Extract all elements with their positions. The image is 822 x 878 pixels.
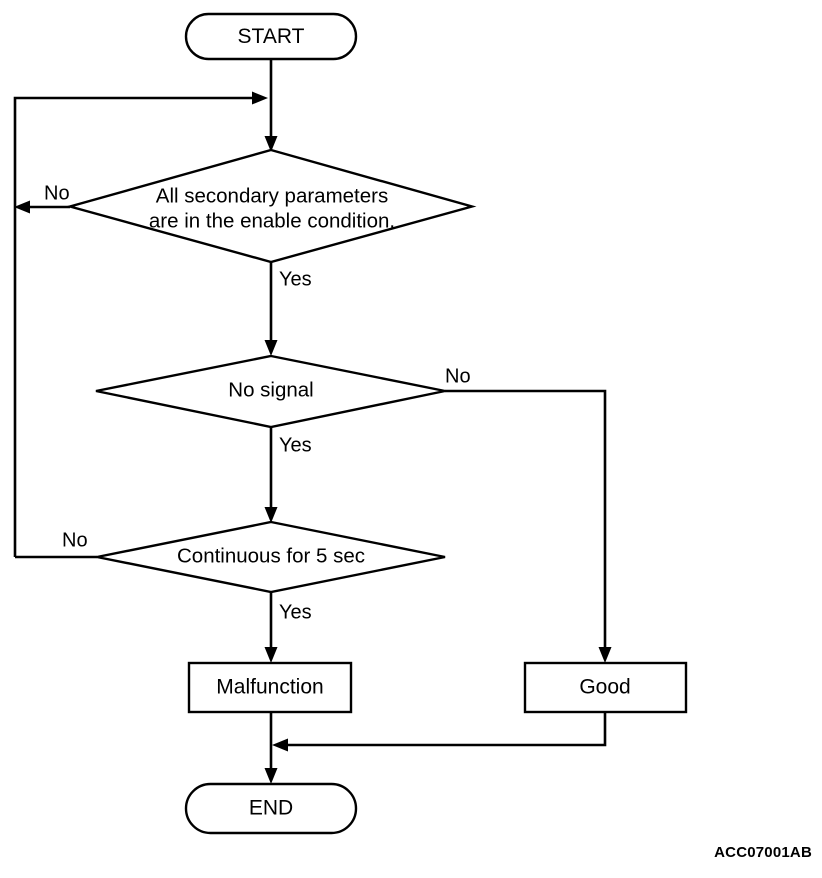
node-good[interactable]: Good — [523, 661, 688, 714]
edge-malfunction-to-end — [264, 712, 278, 784]
edge-good-to-merge — [272, 712, 607, 752]
node-decision-continuous-5-sec[interactable]: Continuous for 5 sec — [96, 520, 446, 594]
node-decision3-label: Continuous for 5 sec — [177, 544, 365, 567]
node-decision2-label: No signal — [228, 378, 313, 401]
node-start[interactable]: START — [184, 12, 358, 61]
node-end[interactable]: END — [184, 782, 358, 835]
figure-code: ACC07001AB — [714, 844, 812, 861]
edge-decision2-no-to-good — [445, 389, 612, 663]
node-malfunction[interactable]: Malfunction — [187, 661, 353, 714]
edge-decision3-to-malfunction — [264, 592, 278, 663]
node-malfunction-label: Malfunction — [216, 676, 323, 699]
edge-loop-back — [13, 91, 268, 557]
node-decision1-label-line2: are in the enable condition. — [149, 209, 395, 232]
edge-decision2-to-decision3 — [264, 427, 278, 523]
edge-decision1-to-decision2 — [264, 262, 278, 356]
edge-decision1-no — [14, 200, 70, 214]
node-decision-no-signal[interactable]: No signal — [95, 354, 446, 429]
branch-label-no-2: No — [445, 365, 471, 387]
node-decision-secondary-parameters[interactable]: All secondary parameters are in the enab… — [65, 148, 477, 264]
branch-label-yes-3: Yes — [279, 601, 312, 623]
node-end-label: END — [249, 797, 293, 820]
branch-label-yes-2: Yes — [279, 434, 312, 456]
node-decision1-label-line1: All secondary parameters — [156, 184, 388, 207]
branch-label-no-3: No — [62, 529, 88, 551]
branch-label-no-1: No — [44, 182, 70, 204]
node-good-label: Good — [579, 676, 630, 699]
branch-label-yes-1: Yes — [279, 268, 312, 290]
edge-start-to-decision1 — [264, 59, 278, 152]
node-start-label: START — [238, 25, 305, 48]
